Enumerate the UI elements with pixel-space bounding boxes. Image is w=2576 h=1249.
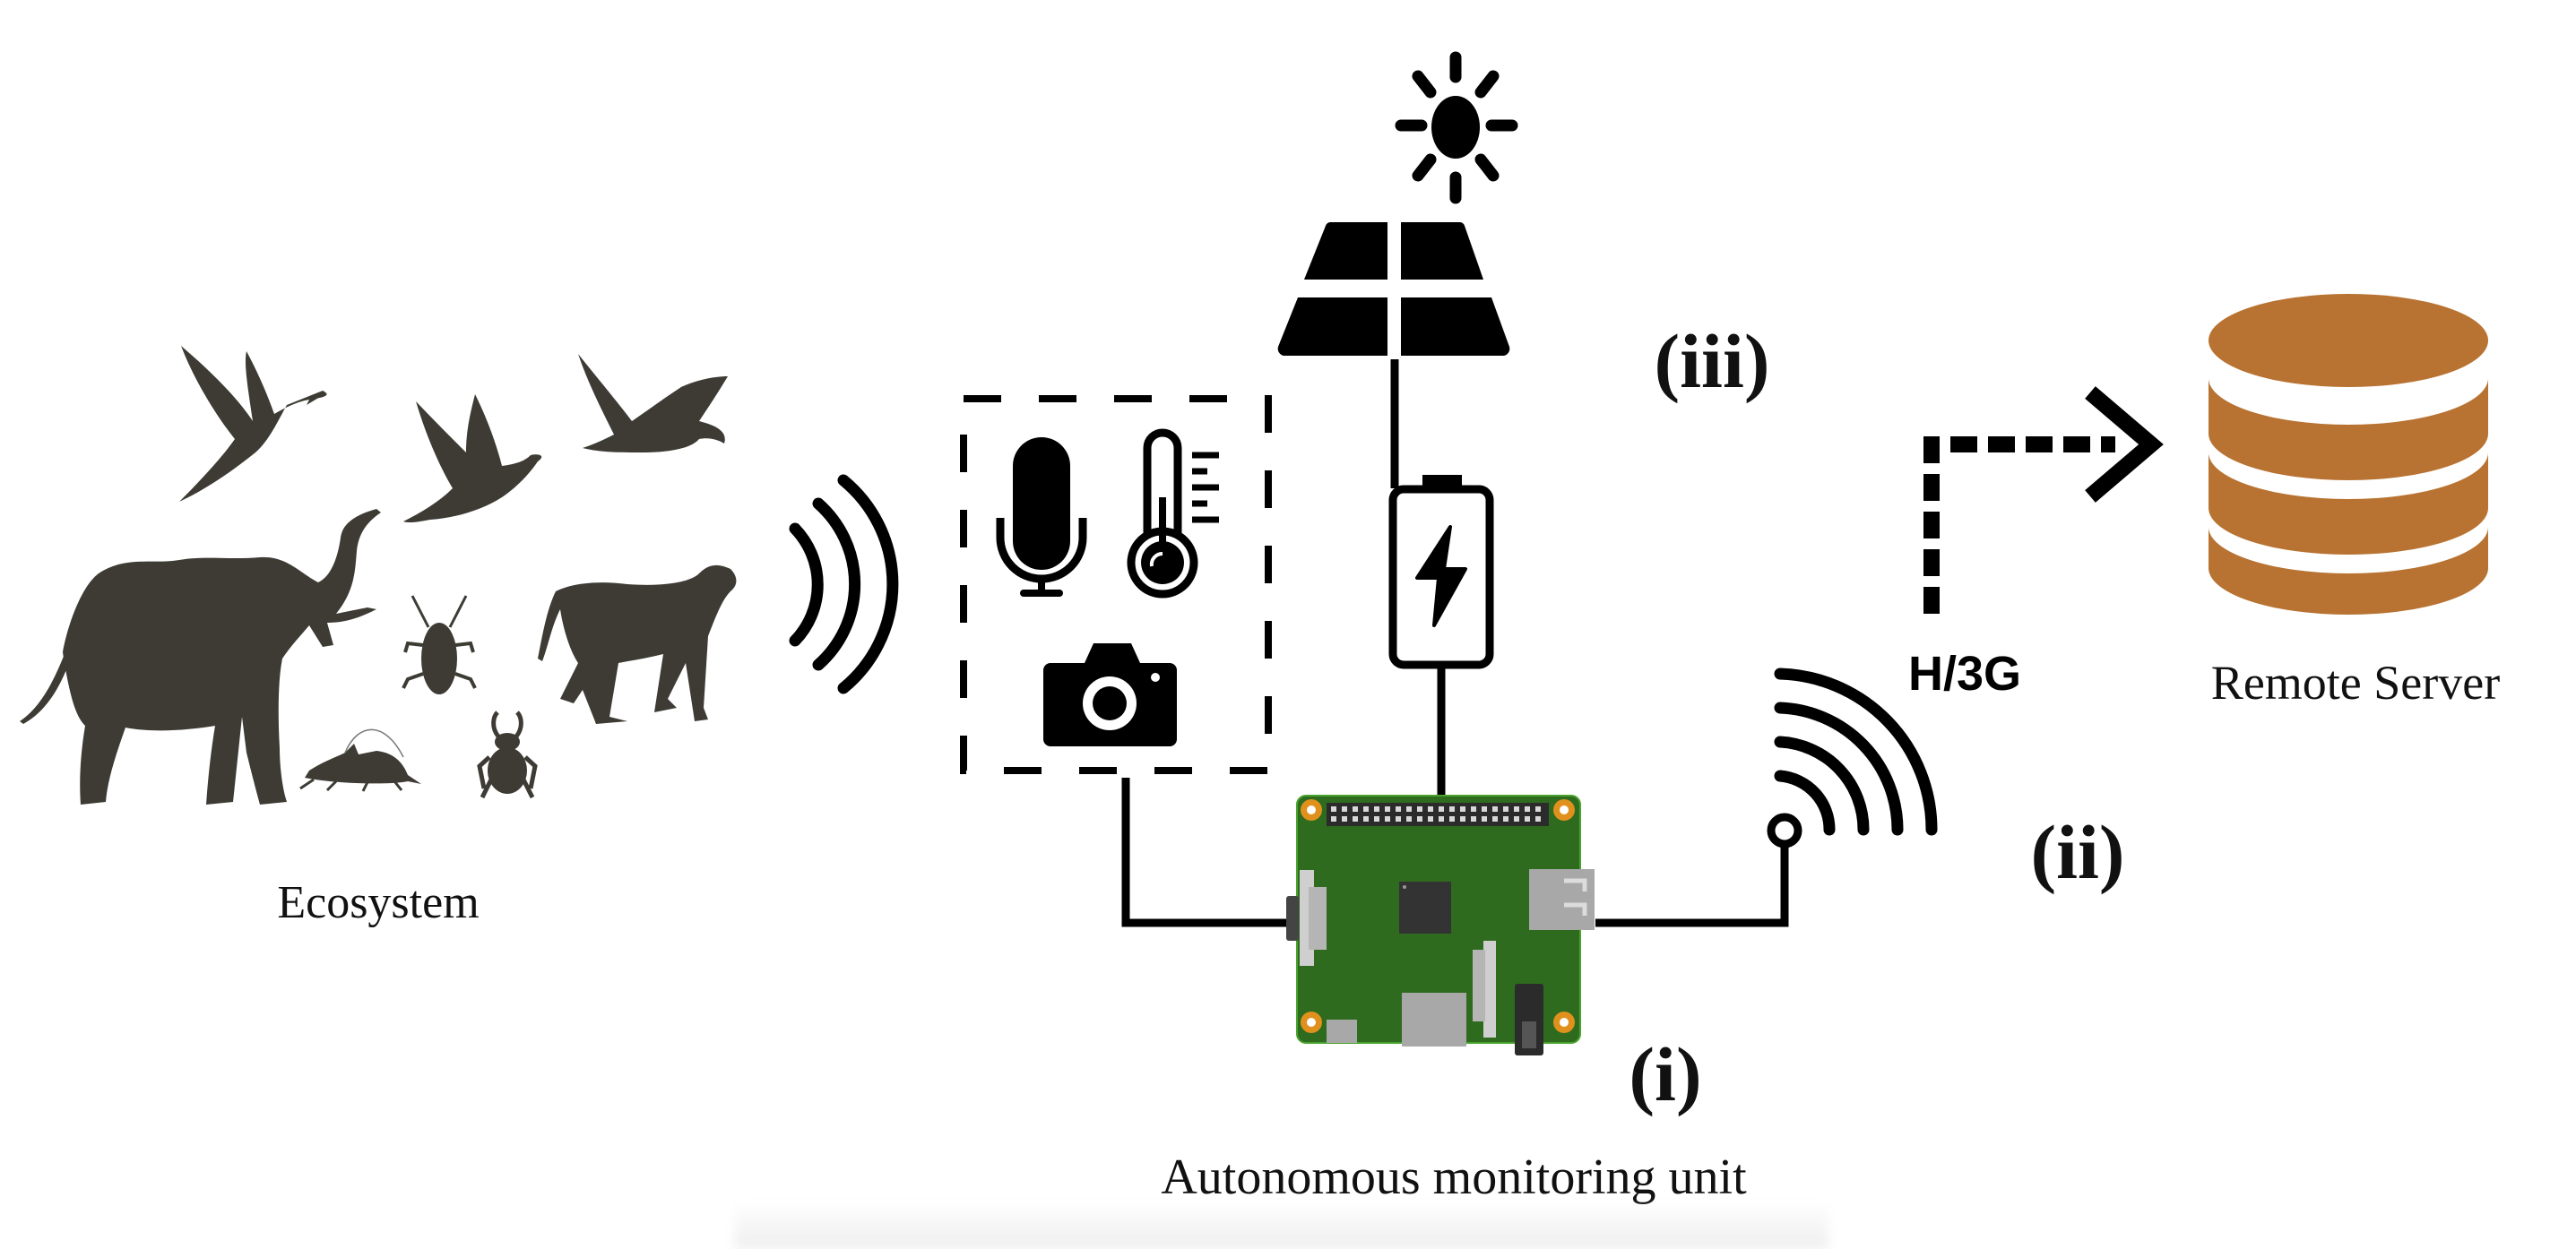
microphone-icon: [996, 437, 1087, 597]
hdmi-port: [1402, 993, 1466, 1047]
hummingbird-icon: [179, 346, 327, 502]
gpio-pin: [1482, 806, 1487, 812]
gpio-pin: [1492, 816, 1498, 822]
antenna-wire: [1595, 845, 1789, 927]
gpio-pin: [1342, 806, 1347, 812]
battery-icon: [1388, 475, 1494, 669]
gpio-pin: [1417, 816, 1422, 822]
gpio-pin: [1525, 806, 1530, 812]
gpio-pin: [1525, 816, 1530, 822]
gpio-pin: [1396, 806, 1401, 812]
gpio-pin: [1331, 806, 1336, 812]
cockroach-icon: [402, 595, 477, 694]
gpio-pin: [1535, 806, 1541, 812]
gpio-pin: [1439, 806, 1444, 812]
bottom-shadow: [735, 1201, 1828, 1249]
gpio-pin: [1514, 806, 1519, 812]
gpio-pin: [1449, 816, 1455, 822]
antenna-icon: [1767, 668, 1938, 848]
usb-port: [1529, 869, 1595, 930]
gpio-pin: [1396, 816, 1401, 822]
gpio-pins: [1331, 806, 1541, 822]
baboon-icon: [538, 564, 737, 724]
gpio-pin: [1514, 816, 1519, 822]
gpio-pin: [1363, 816, 1369, 822]
ecosystem-label: Ecosystem: [277, 877, 479, 928]
sound-waves-icon: [789, 474, 899, 694]
server-label: Remote Server: [2211, 656, 2500, 710]
ecosystem-group: [20, 346, 737, 805]
eagle-icon: [578, 354, 728, 452]
unit-marker: (i): [1629, 1031, 1701, 1117]
beetle-icon: [477, 711, 538, 799]
gpio-pin: [1406, 806, 1412, 812]
sensor-box: [960, 395, 1272, 774]
gpio-pin: [1460, 806, 1465, 812]
gpio-pin: [1406, 816, 1412, 822]
unit-label: Autonomous monitoring unit: [1161, 1150, 1747, 1205]
thermometer-icon: [1127, 428, 1219, 599]
gpio-pin: [1363, 806, 1369, 812]
elephant-icon: [20, 509, 381, 805]
gpio-pin: [1385, 816, 1390, 822]
gpio-pin: [1492, 806, 1498, 812]
cricket-icon: [299, 728, 421, 792]
gpio-header: [1327, 803, 1549, 826]
gpio-pin: [1374, 806, 1379, 812]
comms-label: H/3G: [1908, 647, 2021, 701]
cpu-chip: [1399, 882, 1451, 934]
gpio-pin: [1503, 806, 1508, 812]
database-server-icon: [2209, 294, 2488, 615]
comms-marker: (ii): [2030, 809, 2124, 895]
gpio-pin: [1471, 816, 1476, 822]
gpio-pin: [1535, 816, 1541, 822]
display-connector: [1483, 941, 1496, 1038]
gpio-pin: [1353, 806, 1358, 812]
gpio-pin: [1439, 816, 1444, 822]
gpio-pin: [1482, 816, 1487, 822]
arrow-head-icon: [2085, 386, 2164, 503]
gpio-pin: [1503, 816, 1508, 822]
gpio-pin: [1353, 816, 1358, 822]
gpio-pin: [1374, 816, 1379, 822]
gpio-pin: [1331, 816, 1336, 822]
camera-icon: [1043, 643, 1177, 746]
gpio-pin: [1471, 806, 1476, 812]
single-board-computer-icon: [1286, 795, 1595, 1055]
power-marker: (iii): [1655, 318, 1770, 404]
solar-panel-icon: [1277, 222, 1510, 356]
mounting-holes: [1301, 799, 1575, 1033]
dove-icon: [403, 394, 542, 523]
gpio-pin: [1460, 816, 1465, 822]
sensor-wire: [1121, 778, 1301, 927]
camera-connector: [1286, 896, 1299, 941]
gpio-pin: [1417, 806, 1422, 812]
gpio-pin: [1342, 816, 1347, 822]
sun-icon: [1395, 51, 1518, 204]
gpio-pin: [1428, 806, 1433, 812]
gpio-pin: [1385, 806, 1390, 812]
gpio-pin: [1449, 806, 1455, 812]
upload-arrow: [1923, 386, 2164, 614]
micro-usb-port: [1327, 1020, 1357, 1043]
gpio-pin: [1428, 816, 1433, 822]
